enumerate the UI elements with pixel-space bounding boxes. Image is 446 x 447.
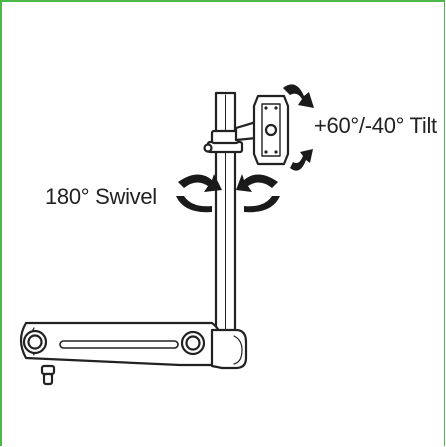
tilt-label: +60°/-40° Tilt bbox=[314, 113, 437, 138]
swivel-arrow-icon bbox=[236, 174, 280, 213]
swivel-arrow-icon bbox=[176, 174, 222, 213]
pole-base-bracket bbox=[210, 328, 248, 370]
vesa-plate bbox=[252, 94, 290, 166]
base-arm bbox=[19, 321, 224, 367]
swivel-label: 180° Swivel bbox=[45, 184, 157, 209]
clamp-knob bbox=[40, 364, 56, 386]
tilt-arrow-icon bbox=[290, 149, 313, 171]
tilt-arrow-icon bbox=[283, 84, 314, 108]
